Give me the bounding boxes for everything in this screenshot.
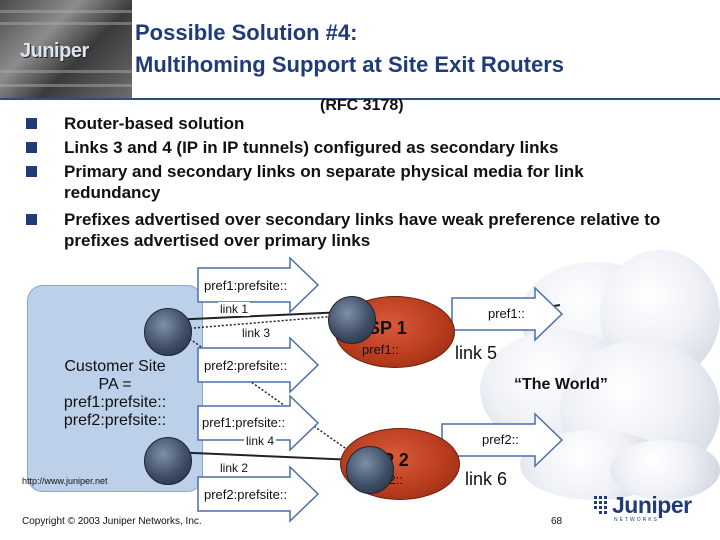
bullet-icon <box>26 118 37 129</box>
arrow-world-top-label: pref1:: <box>488 306 525 321</box>
arrow-world-bottom-label: pref2:: <box>482 432 519 447</box>
link-4-label: link 4 <box>244 434 277 448</box>
rfc-reference: (RFC 3178) <box>320 97 404 114</box>
customer-site-prefix-2: pref2:prefsite:: <box>63 412 167 429</box>
bullet-2: Links 3 and 4 (IP in IP tunnels) configu… <box>64 138 559 157</box>
title-divider <box>0 98 720 100</box>
juniper-logo: Juniper NETWORKS <box>592 492 712 523</box>
footer-copyright: Copyright © 2003 Juniper Networks, Inc. <box>22 516 202 527</box>
slide-title-line-1: Possible Solution #4: <box>135 20 358 45</box>
link-2-line <box>169 451 356 461</box>
arrow-mid-upper <box>197 336 320 394</box>
bullet-1: Router-based solution <box>64 114 245 133</box>
arrow-top-label: pref1:prefsite:: <box>204 278 288 293</box>
customer-site-name: Customer Site <box>64 358 166 375</box>
customer-site-prefix-1: pref1:prefsite:: <box>63 394 167 411</box>
customer-router-bottom-icon <box>144 437 192 485</box>
sp1-router-icon <box>328 296 376 344</box>
link-5-label: link 5 <box>455 343 498 363</box>
bullet-4: Prefixes advertised over secondary links… <box>64 210 661 250</box>
header-logo-image: Juniper <box>0 0 132 98</box>
arrow-mid-lower-label: pref1:prefsite:: <box>202 415 286 430</box>
juniper-logo-icon <box>594 496 607 514</box>
arrow-bottom-label: pref2:prefsite:: <box>204 487 288 502</box>
juniper-logo-word: Juniper <box>612 492 692 518</box>
sp1-name: SP 1 <box>368 318 407 338</box>
link-1-line <box>169 311 346 321</box>
customer-site-pa: PA = <box>98 376 132 393</box>
bullet-icon <box>26 214 37 225</box>
header-logo-text: Juniper <box>20 40 89 62</box>
sp2-router-icon <box>346 446 394 494</box>
slide-title-line-2: Multihoming Support at Site Exit Routers <box>135 52 564 77</box>
arrow-world-top <box>451 286 564 342</box>
footer-url[interactable]: http://www.juniper.net <box>22 476 108 486</box>
juniper-logo-sub: NETWORKS <box>614 517 659 523</box>
customer-site-label: Customer Site PA = pref1:prefsite:: pref… <box>30 358 200 430</box>
link-2-label: link 2 <box>218 461 251 475</box>
bullet-3: Primary and secondary links on separate … <box>64 162 584 202</box>
arrow-top <box>197 256 320 314</box>
bullet-icon <box>26 166 37 177</box>
link-3-label: link 3 <box>240 326 273 340</box>
sp1-prefix: pref1:: <box>362 342 399 357</box>
customer-router-top-icon <box>144 308 192 356</box>
arrow-mid-upper-label: pref2:prefsite:: <box>204 358 288 373</box>
arrow-mid-lower <box>197 394 320 452</box>
link-4-line <box>169 324 356 456</box>
page-number: 68 <box>551 516 563 527</box>
link-6-label: link 6 <box>465 469 508 489</box>
world-label: “The World” <box>514 376 608 393</box>
link-1-label: link 1 <box>218 302 251 316</box>
bullet-icon <box>26 142 37 153</box>
arrow-bottom <box>197 465 320 523</box>
